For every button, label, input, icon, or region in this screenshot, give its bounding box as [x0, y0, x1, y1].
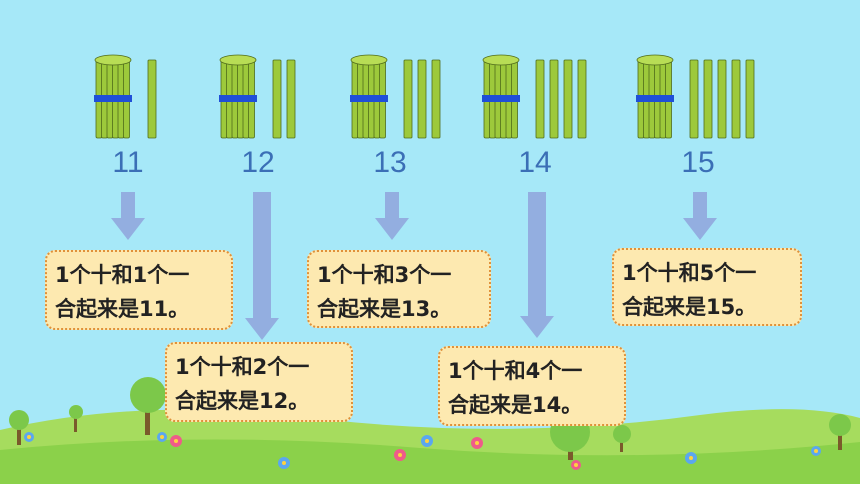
flower-icon: [157, 432, 167, 442]
number-label: 11: [112, 146, 144, 179]
number-label: 13: [373, 146, 407, 179]
explanation-box: 1个十和5个一合起来是15。: [612, 248, 802, 326]
down-arrow-icon: [245, 192, 279, 340]
explanation-line-1: 1个十和3个一: [317, 263, 452, 287]
single-stick: [731, 59, 741, 139]
flower-icon: [421, 435, 433, 447]
ten-sticks-bundle: [350, 54, 388, 139]
explanation-box: 1个十和2个一合起来是12。: [165, 342, 353, 422]
single-stick: [403, 59, 413, 139]
single-stick: [286, 59, 296, 139]
explanation-line-2: 合起来是13。: [317, 297, 452, 321]
flower-icon: [24, 432, 34, 442]
explanation-line-1: 1个十和2个一: [175, 355, 310, 379]
explanation-box: 1个十和1个一合起来是11。: [45, 250, 233, 330]
ten-sticks-bundle: [219, 54, 257, 139]
flower-icon: [571, 460, 581, 470]
bundle-band: [219, 95, 257, 102]
bundle-band: [482, 95, 520, 102]
bundle-band: [350, 95, 388, 102]
explanation-line-1: 1个十和4个一: [448, 359, 583, 383]
tree-icon: [69, 405, 83, 432]
tree-icon: [829, 414, 851, 450]
flower-icon: [170, 435, 182, 447]
explanation-line-2: 合起来是12。: [175, 389, 310, 413]
explanation-box: 1个十和3个一合起来是13。: [307, 250, 491, 328]
down-arrow-icon: [111, 192, 145, 240]
single-stick: [563, 59, 573, 139]
explanation-line-2: 合起来是15。: [622, 295, 757, 319]
single-stick: [549, 59, 559, 139]
bundle-band: [94, 95, 132, 102]
flower-icon: [471, 437, 483, 449]
explanation-line-1: 1个十和5个一: [622, 261, 757, 285]
ten-sticks-bundle: [482, 54, 520, 139]
explanation-box: 1个十和4个一合起来是14。: [438, 346, 626, 426]
hill-front: [0, 439, 860, 484]
explanation-line-1: 1个十和1个一: [55, 263, 190, 287]
tree-icon: [9, 410, 29, 445]
flower-icon: [394, 449, 406, 461]
flower-icon: [278, 457, 290, 469]
flower-icon: [685, 452, 697, 464]
tree-icon: [130, 377, 166, 435]
single-stick: [703, 59, 713, 139]
single-stick: [717, 59, 727, 139]
down-arrow-icon: [683, 192, 717, 240]
single-stick: [417, 59, 427, 139]
number-label: 15: [681, 146, 715, 179]
single-stick: [431, 59, 441, 139]
down-arrow-icon: [520, 192, 554, 338]
single-stick: [272, 59, 282, 139]
single-stick: [689, 59, 699, 139]
single-stick: [577, 59, 587, 139]
single-stick: [745, 59, 755, 139]
bundle-band: [636, 95, 674, 102]
ten-sticks-bundle: [94, 54, 132, 139]
number-label: 12: [241, 146, 275, 179]
ten-sticks-bundle: [636, 54, 674, 139]
single-stick: [535, 59, 545, 139]
single-stick: [147, 59, 157, 139]
flower-icon: [811, 446, 821, 456]
down-arrow-icon: [375, 192, 409, 240]
explanation-line-2: 合起来是11。: [55, 297, 190, 321]
tree-icon: [613, 425, 631, 452]
number-label: 14: [518, 146, 552, 179]
explanation-line-2: 合起来是14。: [448, 393, 583, 417]
